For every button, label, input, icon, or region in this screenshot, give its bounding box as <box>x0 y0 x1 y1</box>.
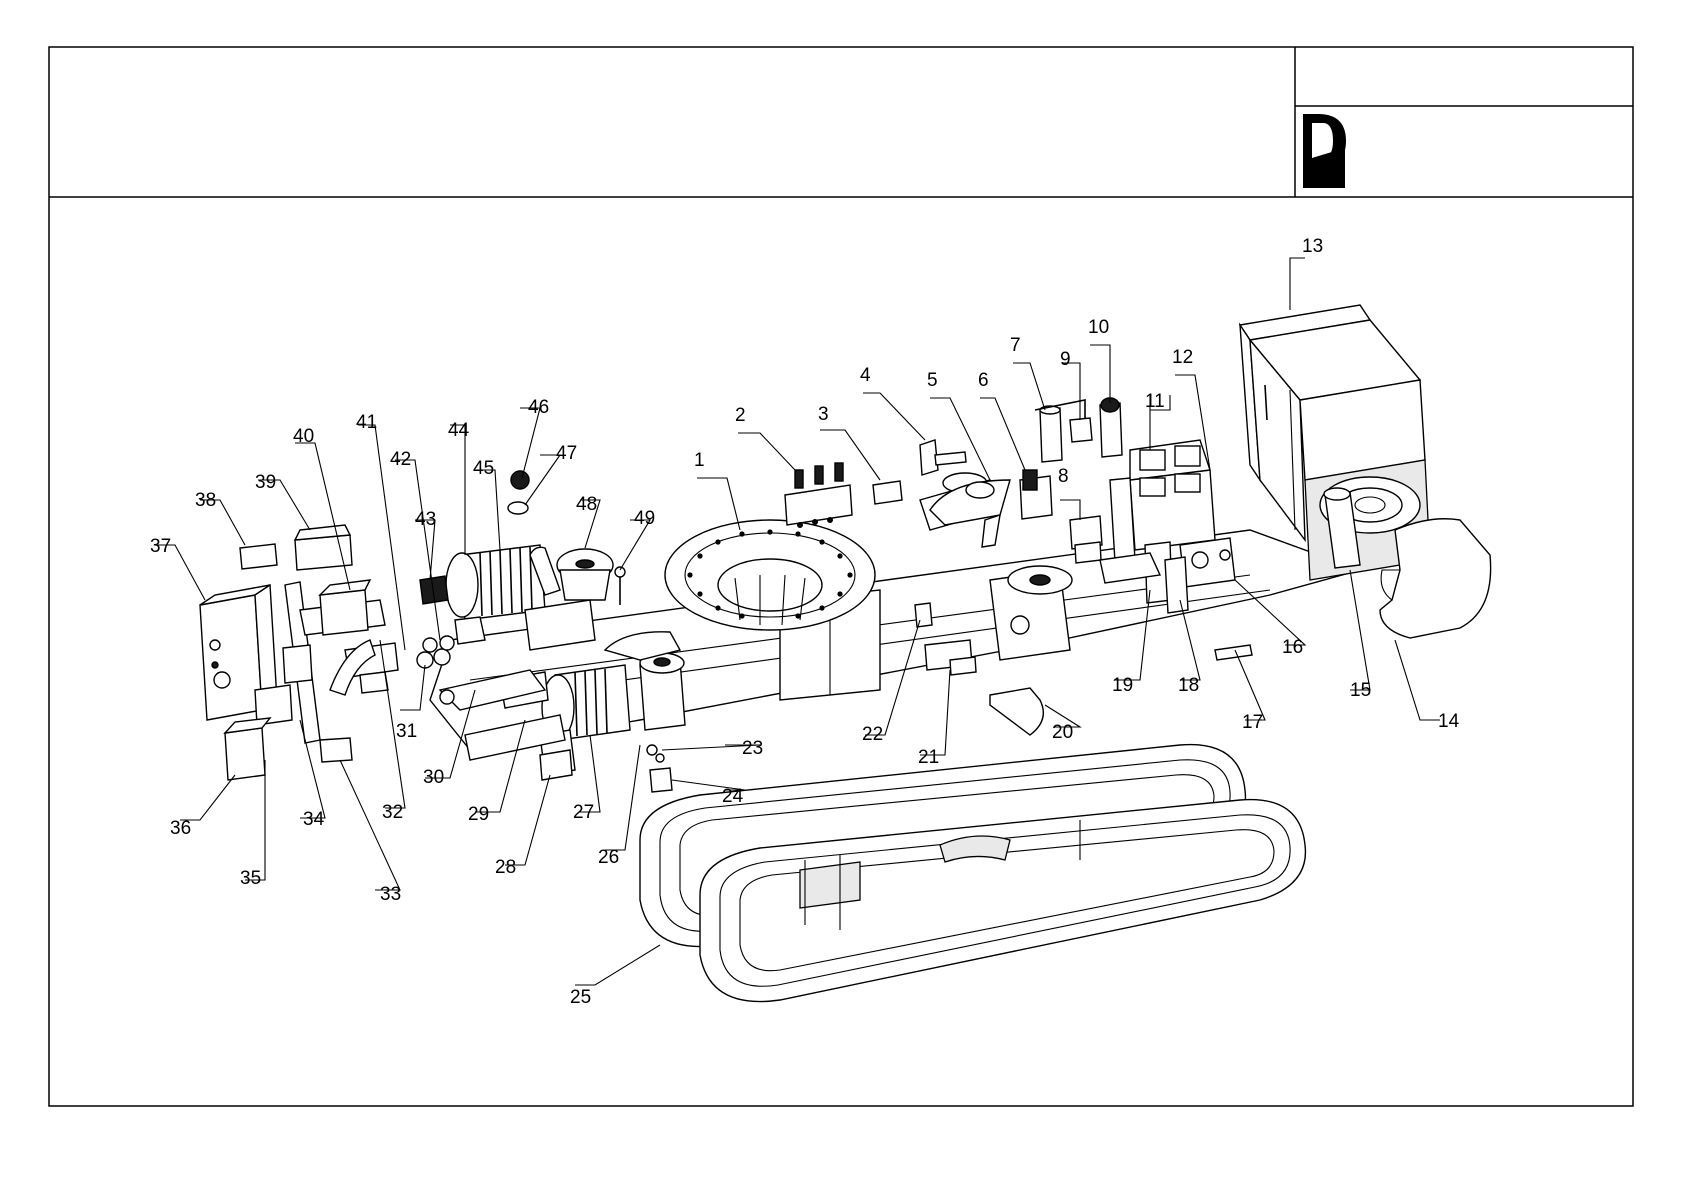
callout-24: 24 <box>722 786 744 807</box>
callout-5: 5 <box>927 370 938 391</box>
callout-35: 35 <box>240 868 261 889</box>
callout-13: 13 <box>1302 236 1323 257</box>
callout-29: 29 <box>468 804 489 825</box>
callout-1: 1 <box>694 450 705 471</box>
callout-6: 6 <box>978 370 989 391</box>
callout-15: 15 <box>1350 680 1371 701</box>
small-module <box>873 481 902 504</box>
callout-39: 39 <box>255 472 276 493</box>
callout-14: 14 <box>1438 711 1460 732</box>
rear-tower <box>557 549 625 605</box>
callout-33: 33 <box>380 884 401 905</box>
callout-27: 27 <box>573 802 594 823</box>
callout-47: 47 <box>556 443 577 464</box>
callout-38: 38 <box>195 490 216 511</box>
valve-block <box>785 463 852 528</box>
callout-2: 2 <box>735 405 746 426</box>
callout-23: 23 <box>742 738 763 759</box>
manufacturer-logo <box>1303 114 1346 188</box>
callout-49: 49 <box>634 508 655 529</box>
callout-19: 19 <box>1112 675 1133 696</box>
lever-bracket <box>920 440 966 475</box>
callout-17: 17 <box>1242 712 1263 733</box>
support-plate <box>930 480 1010 547</box>
battery <box>240 544 277 569</box>
callout-21: 21 <box>918 747 939 768</box>
callout-4: 4 <box>860 365 871 386</box>
counterweight <box>1380 519 1491 638</box>
callout-9: 9 <box>1060 349 1071 370</box>
callout-28: 28 <box>495 857 516 878</box>
callout-43: 43 <box>415 509 436 530</box>
callout-31: 31 <box>396 721 417 742</box>
callout-10: 10 <box>1088 317 1109 338</box>
callout-34: 34 <box>303 809 325 830</box>
callout-48: 48 <box>576 494 597 515</box>
callout-7: 7 <box>1010 335 1021 356</box>
valve-stack <box>1020 470 1052 519</box>
callout-11: 11 <box>1145 391 1165 412</box>
callout-42: 42 <box>390 449 411 470</box>
crawler-tracks <box>640 745 1305 1002</box>
callout-20: 20 <box>1052 722 1073 743</box>
callout-30: 30 <box>423 767 444 788</box>
callout-18: 18 <box>1178 675 1199 696</box>
callout-37: 37 <box>150 536 171 557</box>
callout-16: 16 <box>1282 637 1303 658</box>
callout-45: 45 <box>473 458 494 479</box>
callout-46: 46 <box>528 397 549 418</box>
callout-41: 41 <box>356 412 377 433</box>
callout-22: 22 <box>862 724 883 745</box>
callout-3: 3 <box>818 404 829 425</box>
callout-12: 12 <box>1172 347 1193 368</box>
callout-40: 40 <box>293 426 314 447</box>
callout-36: 36 <box>170 818 191 839</box>
callout-32: 32 <box>382 802 403 823</box>
callout-8: 8 <box>1058 466 1069 487</box>
callout-26: 26 <box>598 847 619 868</box>
callout-44: 44 <box>448 420 470 441</box>
callout-25: 25 <box>570 987 591 1008</box>
